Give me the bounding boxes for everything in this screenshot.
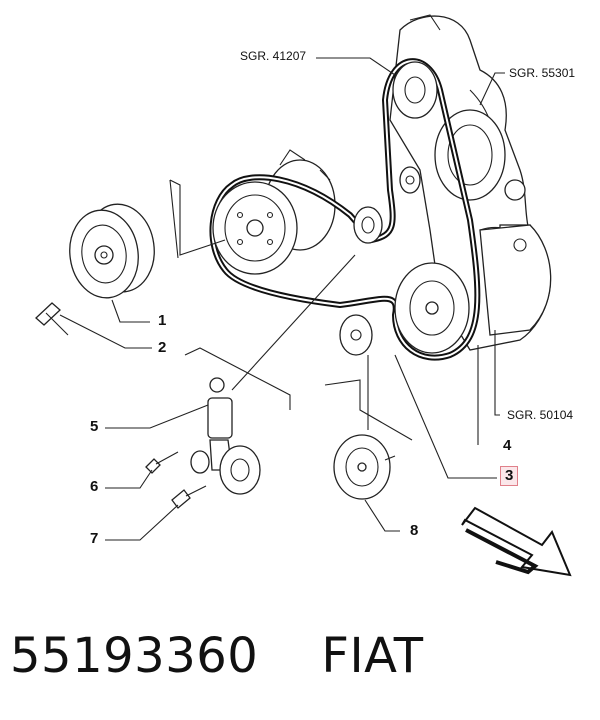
guide-pulley — [399, 166, 421, 194]
part-7-bolt — [171, 485, 207, 509]
part-5-tensioner — [190, 377, 261, 495]
part-1-pulley — [69, 203, 155, 299]
mid-idler-pulley — [339, 314, 373, 356]
alternator-pulley — [392, 61, 438, 119]
part-number-4: 4 — [503, 437, 512, 454]
serpentine-belt-inner — [211, 60, 479, 359]
upper-idler-pulley — [353, 206, 383, 244]
part-number-2: 2 — [158, 339, 167, 356]
part-number-3-highlighted: 3 — [500, 466, 519, 486]
part-number-7: 7 — [90, 530, 99, 547]
part-2-bolt — [35, 302, 69, 336]
part-6-bolt — [145, 451, 179, 474]
ref-label-50104: SGR. 50104 — [507, 408, 574, 422]
ac-compressor — [479, 224, 552, 336]
part-number-8: 8 — [410, 522, 419, 539]
part-number-6: 6 — [90, 478, 99, 495]
part-number-5: 5 — [90, 418, 99, 435]
leader-lines — [59, 57, 505, 541]
part-number-1: 1 — [158, 312, 167, 329]
explosion-guide-lines — [169, 179, 413, 441]
direction-arrow-icon — [461, 506, 572, 577]
ref-label-55301: SGR. 55301 — [509, 66, 576, 80]
part-8-idler — [333, 434, 396, 500]
part-number-caption: 55193360 FIAT — [10, 628, 424, 684]
crankshaft-pulley — [212, 181, 298, 275]
ref-label-41207: SGR. 41207 — [240, 49, 307, 63]
belt-drive-exploded-diagram — [35, 14, 572, 577]
ac-compressor-pulley — [394, 262, 470, 354]
